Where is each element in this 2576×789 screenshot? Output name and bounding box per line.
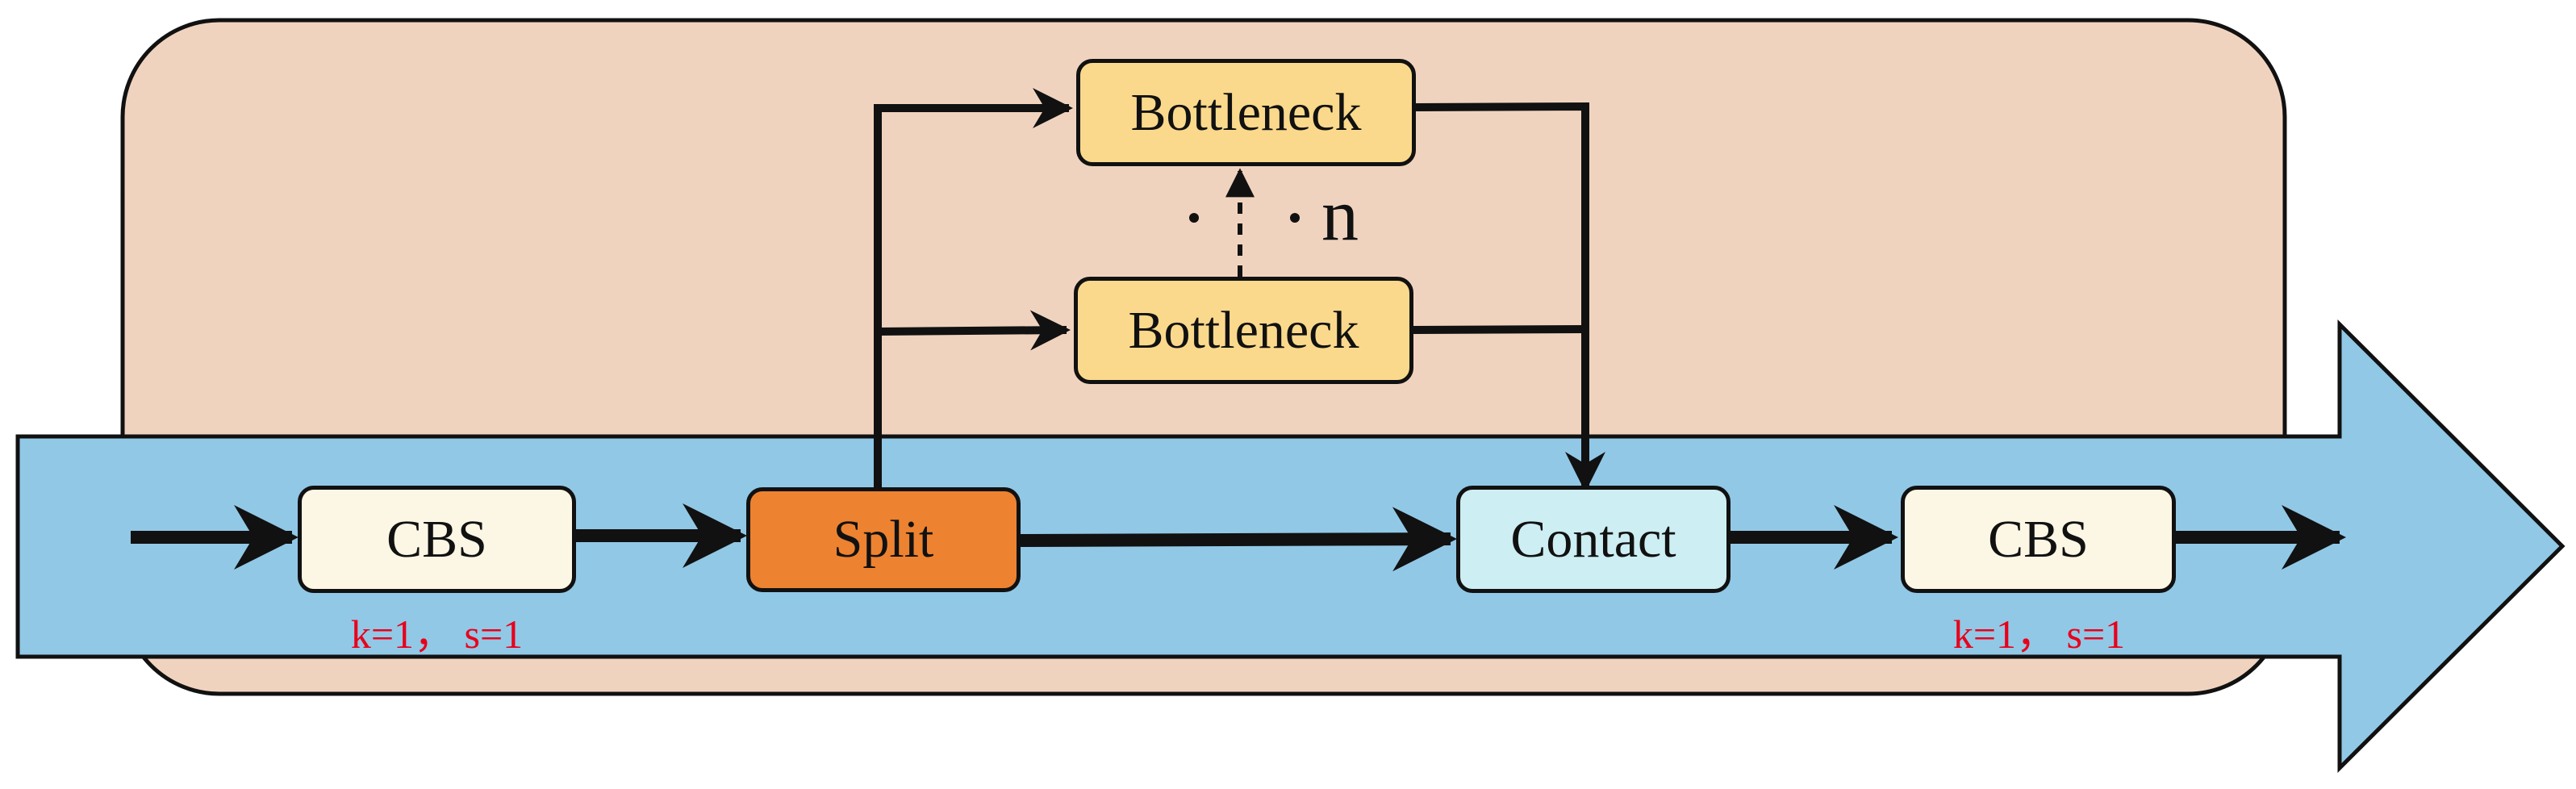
cbs-input-label: CBS (386, 509, 487, 569)
branch-split-to-top-bottleneck (874, 88, 1073, 487)
flow-arrow-shape (15, 319, 2566, 774)
bottleneck-top-block: Bottleneck (1076, 59, 1416, 166)
bottleneck-top-label: Bottleneck (1130, 82, 1362, 142)
line-bottom-bottleneck-to-trunk (1413, 325, 1586, 334)
arrow-to-bottom-bottleneck (877, 310, 1071, 351)
contact-block: Contact (1456, 486, 1731, 593)
cbs-output-params: k=1， s=1 (1952, 612, 2126, 657)
repeat-count-label: n (1321, 173, 1359, 256)
repeat-dot-left (1189, 213, 1199, 223)
branch-top-bottleneck-to-contact (1415, 102, 1605, 492)
split-label: Split (833, 510, 934, 569)
contact-label: Contact (1510, 509, 1676, 569)
cbs-output-block: CBS (1901, 486, 2176, 593)
arrow-split-to-contact (1020, 507, 1457, 572)
cbs-output-label: CBS (1988, 509, 2089, 569)
cbs-input-block: CBS (298, 486, 576, 593)
split-block: Split (746, 487, 1021, 592)
cbs-input-params: k=1， s=1 (350, 612, 524, 657)
bottleneck-bottom-block: Bottleneck (1074, 277, 1413, 384)
repeat-dot-right (1290, 213, 1300, 223)
bottleneck-bottom-label: Bottleneck (1128, 300, 1359, 360)
